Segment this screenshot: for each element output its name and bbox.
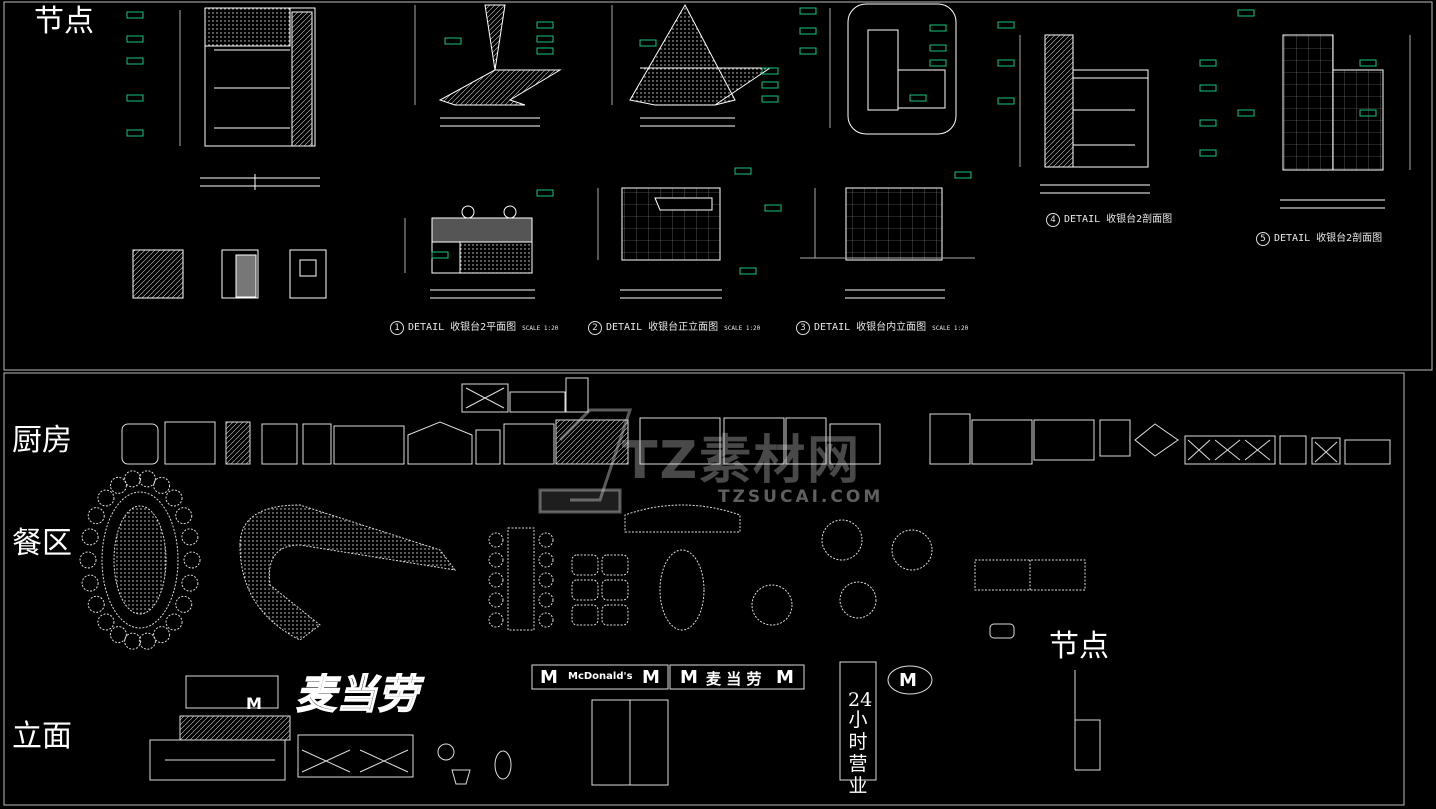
- detail-section-a[interactable]: [179, 7, 320, 190]
- caption-number: 3: [796, 321, 810, 335]
- chair: [124, 470, 142, 488]
- cyan-tags-d: [997, 21, 1217, 157]
- detail-caption-1: 1 DETAIL 收银台2平面图 SCALE 1:20: [390, 318, 558, 335]
- section-detail-5[interactable]: [1280, 34, 1411, 209]
- caption-scale: SCALE 1:20: [932, 325, 969, 332]
- chair: [97, 613, 115, 631]
- section-label-elevation: 立面: [12, 719, 72, 754]
- vertical-sign-line: 营: [848, 753, 868, 775]
- chair: [153, 626, 171, 644]
- vertical-sign-line: 时: [848, 731, 868, 753]
- chair: [488, 572, 504, 588]
- chair: [488, 532, 504, 548]
- chair: [109, 626, 127, 644]
- golden-arches-icon: M: [899, 670, 917, 691]
- caption-scale: SCALE 1:20: [522, 325, 559, 332]
- chair: [538, 532, 554, 548]
- caption-text: DETAIL 收银台2剖面图: [1064, 214, 1173, 225]
- small-details[interactable]: [132, 249, 327, 299]
- detail-1-plan[interactable]: [404, 205, 535, 299]
- top-sheet-frame: [3, 1, 1433, 371]
- chair: [138, 632, 156, 650]
- chair: [79, 551, 97, 569]
- golden-arches-icon: M: [246, 694, 262, 713]
- cyan-tags-e: [1237, 9, 1377, 117]
- chair: [538, 612, 554, 628]
- vertical-sign-line: 小: [848, 709, 868, 731]
- chair: [538, 572, 554, 588]
- cyan-tags-f: [431, 167, 972, 275]
- chair: [488, 592, 504, 608]
- watermark-logo-shape: [538, 408, 633, 514]
- caption-text: DETAIL 收银台2平面图: [408, 322, 517, 333]
- golden-arches-icon: M: [642, 667, 660, 688]
- chair: [138, 470, 156, 488]
- section-label-kitchen: 厨房: [12, 423, 72, 458]
- caption-number: 5: [1256, 232, 1270, 246]
- caption-number: 4: [1046, 213, 1060, 227]
- detail-caption-2: 2 DETAIL 收银台正立面图 SCALE 1:20: [588, 318, 760, 335]
- bottom-sheet-frame: [3, 372, 1405, 806]
- caption-number: 2: [588, 321, 602, 335]
- chair: [153, 476, 171, 494]
- chair: [181, 528, 199, 546]
- watermark-url: TZSUCAI.COM: [718, 487, 884, 507]
- chair: [165, 613, 183, 631]
- chair: [183, 551, 201, 569]
- chair: [87, 507, 105, 525]
- golden-arches-icon: M: [540, 667, 558, 688]
- detail-caption-5: 5 DETAIL 收银台2剖面图: [1256, 229, 1382, 246]
- mcdonalds-cn-logo-large: 麦当劳: [295, 671, 419, 719]
- vertical-sign-line: 24: [848, 689, 873, 711]
- chair: [109, 476, 127, 494]
- detail-3-elevation[interactable]: [800, 187, 975, 299]
- chair: [97, 489, 115, 507]
- chair: [87, 595, 105, 613]
- section-detail-c[interactable]: [829, 3, 957, 135]
- caption-scale: SCALE 1:20: [724, 325, 761, 332]
- section-label-nodes-top: 节点: [34, 4, 94, 39]
- chair: [81, 528, 99, 546]
- vertical-sign-line: 业: [848, 775, 868, 797]
- section-detail-4[interactable]: [1019, 34, 1150, 194]
- chair: [488, 552, 504, 568]
- kitchen-equipment-row[interactable]: [121, 377, 1391, 465]
- caption-number: 1: [390, 321, 404, 335]
- detail-2-elevation[interactable]: [597, 187, 722, 299]
- star-counter-plan-1[interactable]: [414, 4, 562, 127]
- section-label-nodes-bottom: 节点: [1049, 629, 1109, 664]
- chair: [488, 612, 504, 628]
- chair: [124, 632, 142, 650]
- cyan-tags-c: [799, 7, 947, 102]
- caption-text: DETAIL 收银台2剖面图: [1274, 233, 1383, 244]
- watermark-brand: TZ素材网: [622, 431, 862, 491]
- elevation-drawings[interactable]: [149, 623, 1101, 786]
- golden-arches-icon: M: [776, 667, 794, 688]
- caption-text: DETAIL 收银台正立面图: [606, 322, 719, 333]
- chair: [538, 592, 554, 608]
- mcdonalds-cn-label: 麦 当 劳: [706, 670, 762, 688]
- dining-layout[interactable]: [79, 470, 1086, 650]
- chair: [538, 552, 554, 568]
- cyan-tags-b: [444, 21, 779, 103]
- detail-caption-4: 4 DETAIL 收银台2剖面图: [1046, 210, 1172, 227]
- section-label-dining: 餐区: [12, 526, 72, 561]
- mcdonalds-en-label: McDonald's: [568, 671, 633, 682]
- star-counter-plan-2[interactable]: [611, 3, 772, 127]
- golden-arches-icon: M: [680, 667, 698, 688]
- chair: [181, 574, 199, 592]
- chair: [165, 489, 183, 507]
- detail-caption-3: 3 DETAIL 收银台内立面图 SCALE 1:20: [796, 318, 968, 335]
- chair: [175, 507, 193, 525]
- cyan-tags-a: [126, 11, 144, 137]
- chair: [175, 595, 193, 613]
- chair: [81, 574, 99, 592]
- caption-text: DETAIL 收银台内立面图: [814, 322, 927, 333]
